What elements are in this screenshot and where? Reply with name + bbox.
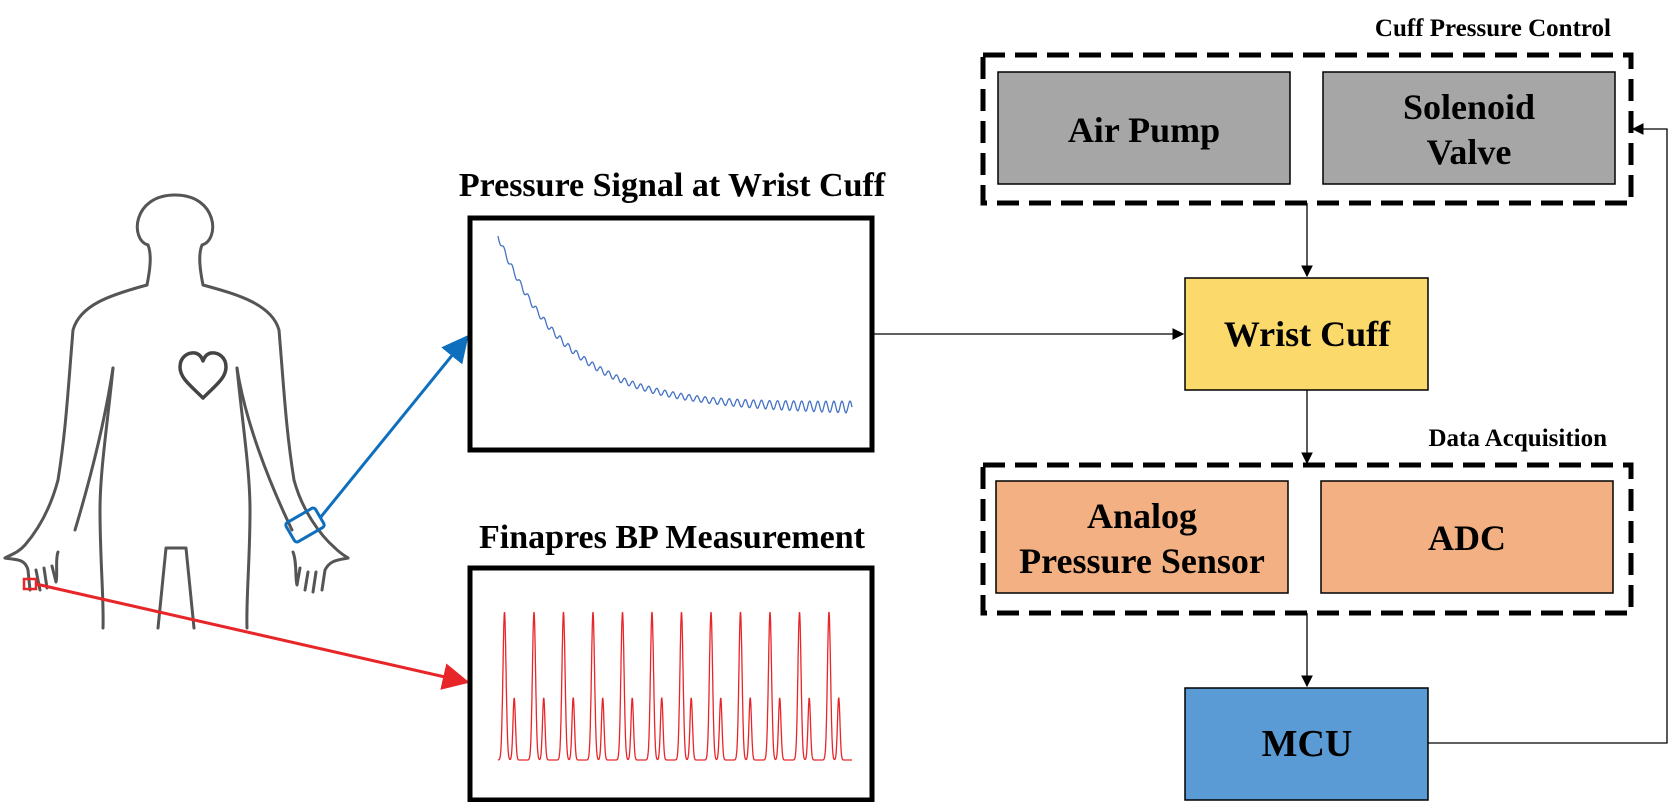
adc-block (1320, 480, 1614, 594)
solenoid-valve-label-line1: Solenoid (1403, 87, 1535, 127)
analog-sensor-label-line1: Analog (1087, 496, 1197, 536)
cuff-pressure-control-label: Cuff Pressure Control (1375, 15, 1611, 42)
mcu-label: MCU (1262, 723, 1353, 765)
finapres-title: Finapres BP Measurement (479, 519, 866, 556)
human-body-icon (3, 193, 350, 630)
solenoid-valve-block (1322, 71, 1616, 185)
cuff-pressure-trace (497, 235, 853, 414)
finapres-frame (467, 565, 875, 802)
analog-sensor-label-line2: Pressure Sensor (1019, 541, 1265, 581)
pressure-signal-title: Pressure Signal at Wrist Cuff (459, 167, 886, 204)
mcu-feedback-arrow (1428, 123, 1668, 744)
wrist-cuff-block (1184, 277, 1429, 391)
adc-label: ADC (1428, 518, 1506, 558)
cuff-signal-arrow (318, 334, 469, 519)
heart-icon (178, 351, 228, 400)
solenoid-valve-label-line2: Valve (1427, 132, 1512, 172)
finapres-bp-trace (497, 611, 852, 761)
analog-pressure-sensor-block (995, 480, 1289, 594)
finger-signal-arrow (35, 582, 470, 690)
pressure-signal-frame (467, 215, 875, 453)
air-pump-block (997, 71, 1291, 185)
wrist-cuff-label: Wrist Cuff (1224, 314, 1391, 354)
mcu-block (1184, 687, 1429, 801)
air-pump-label: Air Pump (1068, 110, 1220, 150)
data-acquisition-label: Data Acquisition (1428, 425, 1607, 452)
